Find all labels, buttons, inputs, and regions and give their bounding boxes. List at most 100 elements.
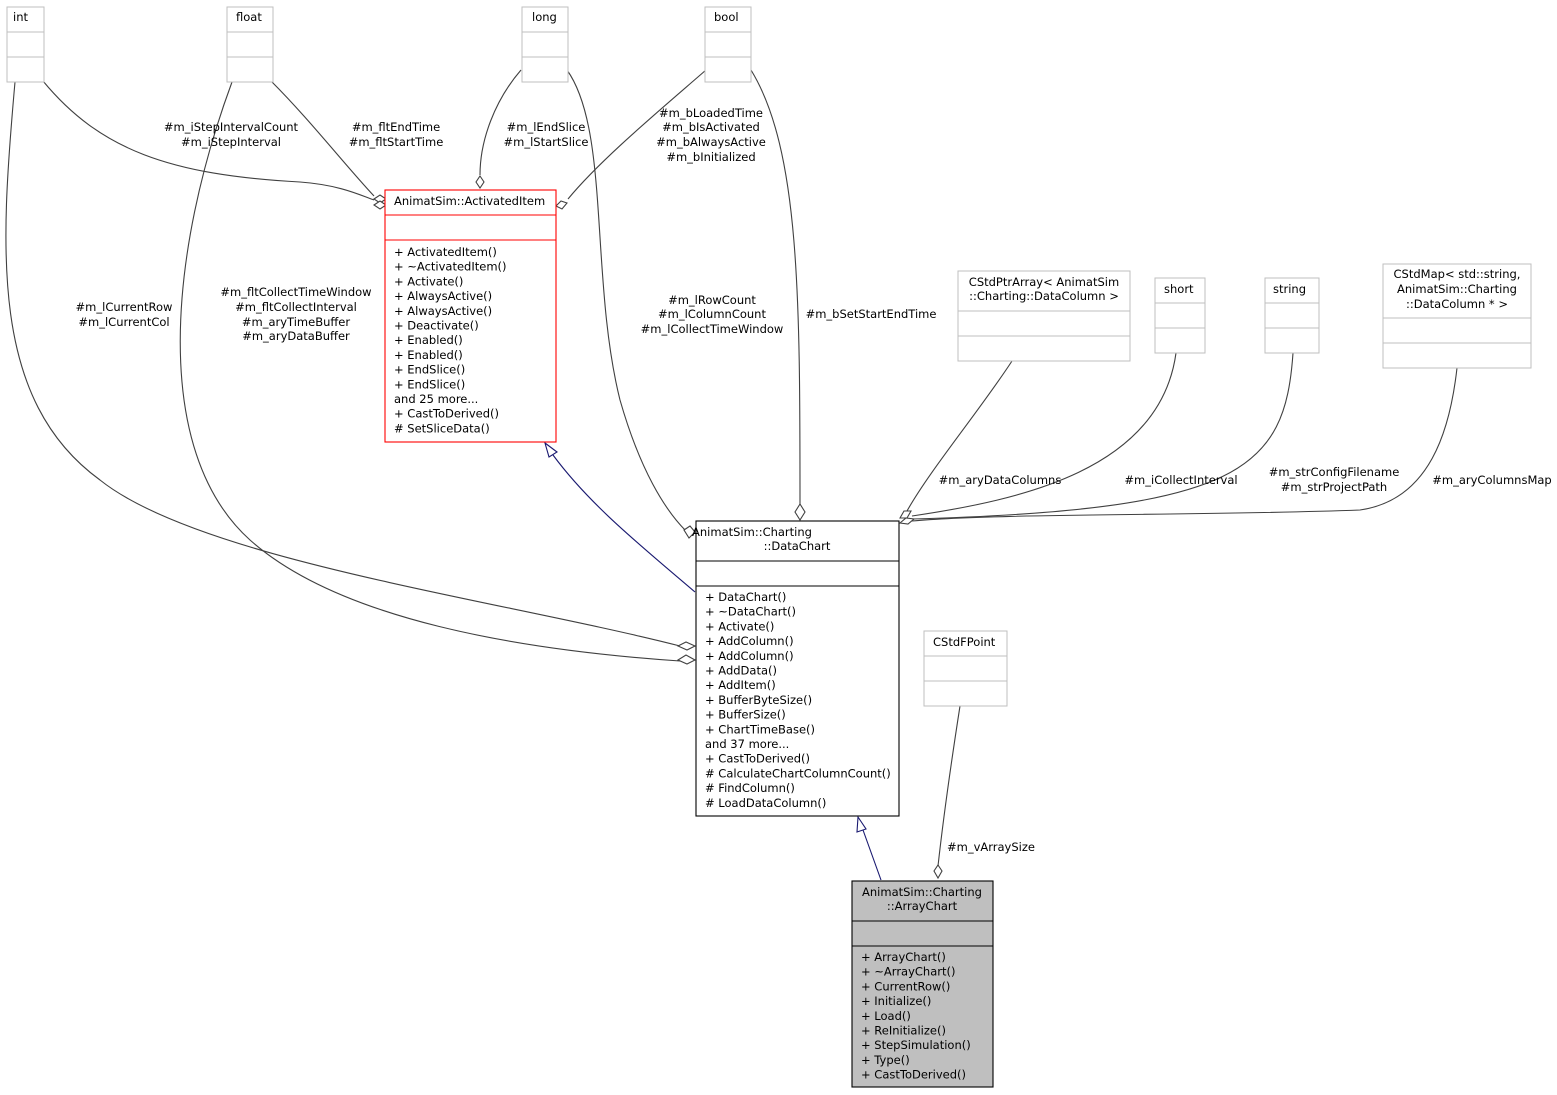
activated-item-member: + EndSlice(): [394, 377, 465, 391]
array-chart-member: + StepSimulation(): [861, 1038, 971, 1052]
edge-label-int-activated-2: #m_iStepInterval: [181, 135, 281, 149]
class-data-chart-title-1: AnimatSim::Charting: [692, 525, 812, 539]
class-cstd-map[interactable]: CStdMap< std::string, AnimatSim::Chartin…: [1382, 263, 1532, 369]
class-cstd-ptr-array[interactable]: CStdPtrArray< AnimatSim ::Charting::Data…: [957, 270, 1131, 362]
array-chart-member: + Load(): [861, 1009, 911, 1023]
data-chart-member: + BufferByteSize(): [705, 693, 812, 707]
edge-label-map-datachart-1: #m_aryColumnsMap: [1432, 473, 1551, 487]
edge-label-float-activated-1: #m_fltEndTime: [352, 120, 440, 134]
edge-label-string-datachart-2: #m_strProjectPath: [1281, 480, 1387, 494]
edge-int-data-chart: [5, 81, 681, 647]
diamond-datachart-bool: [794, 502, 806, 522]
data-chart-member: + DataChart(): [705, 590, 786, 604]
edge-long-activated-item: [479, 69, 522, 176]
edge-string-data-chart: [911, 352, 1294, 520]
class-activated-item[interactable]: AnimatSim::ActivatedItem + ActivatedItem…: [384, 189, 557, 443]
class-int-title: int: [13, 10, 28, 24]
array-chart-member: + CastToDerived(): [861, 1068, 966, 1082]
array-chart-member: + ReInitialize(): [861, 1024, 946, 1038]
edge-label-short-datachart-1: #m_iCollectInterval: [1124, 473, 1237, 487]
class-cstd-ptr-array-title-1: CStdPtrArray< AnimatSim: [969, 275, 1119, 289]
edge-map-data-chart: [911, 367, 1458, 522]
array-chart-member: + Initialize(): [861, 994, 931, 1008]
array-chart-member: + ArrayChart(): [861, 950, 946, 964]
activated-item-member: # SetSliceData(): [394, 421, 490, 435]
diamond-datachart-long: [683, 525, 696, 539]
class-string-title: string: [1273, 282, 1306, 296]
edge-label-int-datachart-2: #m_lCurrentCol: [78, 315, 169, 329]
edge-short-data-chart: [911, 352, 1177, 517]
data-chart-member: # CalculateChartColumnCount(): [705, 766, 891, 780]
class-array-chart-members: + ArrayChart()+ ~ArrayChart()+ CurrentRo…: [861, 950, 971, 1082]
edge-label-float-datachart-4: #m_aryDataBuffer: [242, 329, 350, 343]
edge-label-long-datachart-3: #m_lCollectTimeWindow: [641, 322, 784, 336]
activated-item-member: + Deactivate(): [394, 319, 479, 333]
diamond-activated-float: [373, 200, 387, 210]
class-string[interactable]: string: [1264, 277, 1320, 354]
inheritance-edges: [544, 441, 882, 881]
class-cstd-map-title-1: CStdMap< std::string,: [1394, 267, 1521, 281]
edge-label-int-datachart-1: #m_lCurrentRow: [76, 300, 173, 314]
activated-item-member: + AlwaysActive(): [394, 304, 492, 318]
class-array-chart-title-2: ::ArrayChart: [887, 899, 958, 913]
edge-label-string-datachart-1: #m_strConfigFilename: [1269, 465, 1400, 479]
activated-item-member: and 25 more...: [394, 392, 478, 406]
edge-label-long-datachart-1: #m_lRowCount: [668, 293, 756, 307]
data-chart-member: + ~DataChart(): [705, 605, 796, 619]
activated-item-member: + EndSlice(): [394, 363, 465, 377]
edge-int-activated-item: [42, 80, 375, 201]
activated-item-member: + Enabled(): [394, 348, 463, 362]
edge-label-bool-activated-3: #m_bAlwaysActive: [656, 135, 766, 149]
data-chart-member: + AddItem(): [705, 678, 776, 692]
activated-item-member: + ActivatedItem(): [394, 245, 497, 259]
diamond-activated-long: [475, 175, 485, 189]
data-chart-member: + AddData(): [705, 664, 777, 678]
data-chart-member: and 37 more...: [705, 737, 789, 751]
edge-long-data-chart: [566, 69, 687, 532]
class-cstd-map-title-2: AnimatSim::Charting: [1397, 282, 1517, 296]
data-chart-member: + Activate(): [705, 619, 774, 633]
activated-item-member: + Enabled(): [394, 333, 463, 347]
class-bool-title: bool: [714, 10, 739, 24]
class-data-chart-members: + DataChart()+ ~DataChart()+ Activate() +…: [705, 590, 891, 810]
diamond-datachart-int: [676, 641, 697, 651]
data-chart-member: # LoadDataColumn(): [705, 796, 826, 810]
data-chart-member: + AddColumn(): [705, 649, 794, 663]
edge-label-float-datachart-3: #m_aryTimeBuffer: [242, 315, 350, 329]
class-int[interactable]: int: [6, 6, 45, 83]
edge-label-bool-activated-4: #m_bInitialized: [666, 150, 755, 164]
edge-float-activated-item: [270, 80, 375, 197]
edge-label-int-activated-1: #m_iStepIntervalCount: [164, 120, 299, 134]
class-bool[interactable]: bool: [704, 6, 752, 83]
class-cstd-map-title-3: ::DataColumn * >: [1406, 297, 1508, 311]
edge-label-float-datachart-2: #m_fltCollectInterval: [235, 300, 357, 314]
edge-label-bool-datachart-1: #m_bSetStartEndTime: [806, 307, 937, 321]
edge-float-data-chart: [179, 81, 681, 662]
diamond-datachart-right-2: [898, 517, 916, 525]
edge-bool-activated-item: [567, 69, 707, 200]
class-data-chart-title-2: ::DataChart: [764, 539, 831, 553]
edge-label-long-datachart-2: #m_lColumnCount: [658, 307, 766, 321]
class-short[interactable]: short: [1154, 277, 1206, 354]
data-chart-member: + CastToDerived(): [705, 752, 810, 766]
edge-label-float-activated-2: #m_fltStartTime: [349, 135, 444, 149]
activated-item-member: + AlwaysActive(): [394, 289, 492, 303]
class-array-chart[interactable]: AnimatSim::Charting ::ArrayChart + Array…: [851, 880, 994, 1088]
array-chart-member: + ~ArrayChart(): [861, 965, 955, 979]
edge-label-bool-activated-2: #m_bIsActivated: [662, 120, 760, 134]
edge-label-bool-activated-1: #m_bLoadedTime: [659, 106, 763, 120]
class-cstd-fpoint[interactable]: CStdFPoint: [923, 630, 1008, 707]
edge-label-float-datachart-1: #m_fltCollectTimeWindow: [220, 285, 371, 299]
edge-label-long-activated-1: #m_lEndSlice: [507, 120, 586, 134]
class-data-chart[interactable]: AnimatSim::Charting ::DataChart + DataCh…: [692, 520, 900, 817]
inheritance-arrowhead-datachart: [856, 815, 867, 833]
edge-datachart-inherits-activated: [552, 454, 696, 593]
edge-label-fpoint-arraychart-1: #m_vArraySize: [947, 840, 1035, 854]
class-long[interactable]: long: [521, 6, 569, 83]
activated-item-member: + CastToDerived(): [394, 407, 499, 421]
edge-label-ptrarray-datachart-1: #m_aryDataColumns: [939, 473, 1062, 487]
data-chart-member: # FindColumn(): [705, 781, 795, 795]
class-float[interactable]: float: [226, 6, 274, 83]
edge-label-long-activated-2: #m_lStartSlice: [504, 135, 589, 149]
class-array-chart-title-1: AnimatSim::Charting: [862, 885, 982, 899]
